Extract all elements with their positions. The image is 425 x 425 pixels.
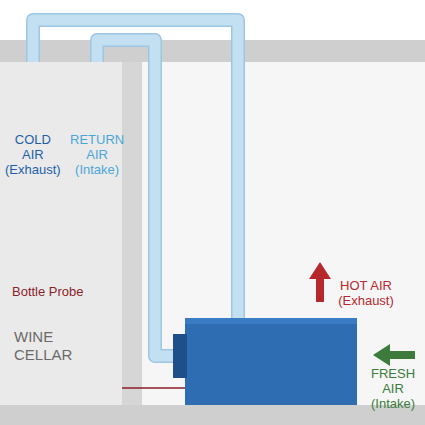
cooling-unit-top: [185, 318, 357, 324]
room-label: WINE CELLAR: [14, 328, 72, 364]
fresh-air-arrowhead: [373, 344, 390, 366]
label-holder: Bottle Probe: [12, 284, 84, 299]
air-flow-label: HOT AIR (Exhaust): [334, 278, 398, 308]
air-flow-label: COLD AIR (Exhaust): [5, 132, 61, 177]
probe-label: Bottle Probe: [12, 284, 84, 299]
hot-air-arrowhead: [309, 262, 331, 279]
floor-band: [0, 405, 425, 425]
hot-air-arrow-shaft: [316, 278, 324, 302]
label-holder: COLD AIR (Exhaust): [5, 132, 61, 177]
label-holder: FRESH AIR (Intake): [371, 366, 415, 411]
label-holder: HOT AIR (Exhaust): [334, 278, 398, 308]
cooling-unit: [185, 318, 357, 405]
label-holder: RETURN AIR (Intake): [70, 132, 124, 177]
air-flow-label: FRESH AIR (Intake): [371, 366, 415, 411]
ceiling-band: [0, 40, 425, 62]
unit-duct-connector: [173, 334, 187, 378]
wine-cellar-room: WINE CELLAR: [0, 62, 122, 405]
partition-wall: [122, 62, 142, 405]
air-flow-label: RETURN AIR (Intake): [70, 132, 124, 177]
utility-room: [142, 62, 425, 405]
fresh-air-arrow-shaft: [389, 351, 415, 359]
